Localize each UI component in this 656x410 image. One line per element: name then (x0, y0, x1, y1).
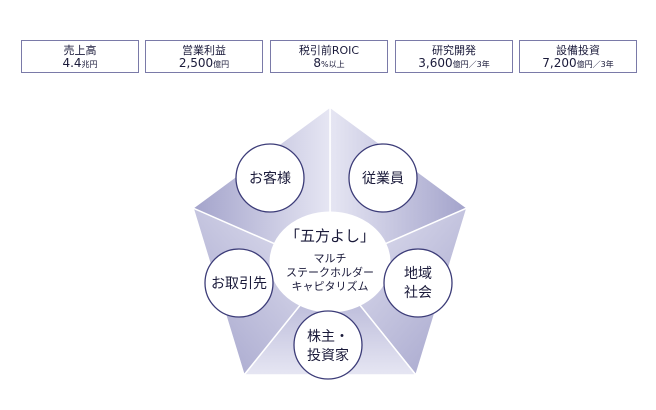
kpi-number: 8 (313, 56, 322, 70)
kpi-label: 営業利益 (182, 44, 226, 57)
kpi-unit: 億円／3年 (452, 60, 490, 69)
stakeholder-circle (293, 310, 363, 380)
stakeholder-circle (348, 143, 418, 213)
kpi-number: 2,500 (178, 56, 214, 70)
kpi-label: 設備投資 (556, 44, 600, 57)
kpi-operating-profit: 営業利益 2,500億円 (145, 40, 263, 73)
kpi-row: 売上高 4.4兆円 営業利益 2,500億円 税引前ROIC 8%以上 研究開発… (21, 40, 637, 75)
center-line: ステークホルダー (286, 265, 374, 279)
stakeholder-circle (383, 248, 453, 318)
kpi-number: 7,200 (542, 56, 577, 70)
kpi-roic: 税引前ROIC 8%以上 (270, 40, 388, 73)
stakeholder-circle (235, 143, 305, 213)
kpi-sales: 売上高 4.4兆円 (21, 40, 139, 73)
kpi-value: 7,200億円／3年 (520, 57, 636, 71)
stakeholder-label: 投資家 (307, 347, 349, 364)
stakeholder-employees: 従業員 (348, 143, 418, 213)
kpi-label: 税引前ROIC (298, 44, 360, 57)
stakeholder-community: 地域 社会 (383, 248, 453, 318)
stakeholder-label: 従業員 (362, 171, 404, 187)
kpi-rnd: 研究開発 3,600億円／3年 (395, 40, 513, 73)
kpi-label: 売上高 (63, 44, 97, 57)
kpi-unit: %以上 (321, 60, 345, 69)
center-line: キャピタリズム (292, 279, 369, 293)
kpi-number: 3,600 (418, 56, 453, 70)
center-line: マルチ (314, 252, 347, 265)
stakeholder-label: お客様 (249, 170, 291, 187)
kpi-unit: 兆円 (81, 60, 98, 69)
stakeholder-label: 地域 (404, 266, 432, 282)
kpi-number: 4.4 (62, 56, 82, 70)
stakeholder-circle (204, 248, 274, 318)
kpi-value: 2,500億円 (146, 57, 262, 71)
kpi-label: 研究開発 (432, 44, 476, 57)
stakeholder-label: お取引先 (211, 276, 267, 292)
stakeholder-label: 社会 (404, 285, 432, 301)
kpi-value: 3,600億円／3年 (396, 57, 512, 71)
kpi-value: 8%以上 (271, 57, 387, 71)
stakeholder-shareholders: 株主・ 投資家 (293, 310, 363, 380)
kpi-unit: 億円 (213, 60, 230, 69)
center-title: 「五方よし」 (285, 227, 375, 245)
kpi-unit: 億円／3年 (576, 60, 614, 69)
stakeholder-customers: お客様 (235, 143, 305, 213)
stakeholder-partners: お取引先 (204, 248, 274, 318)
stakeholder-label: 株主・ (307, 329, 349, 345)
kpi-value: 4.4兆円 (22, 57, 138, 71)
kpi-capex: 設備投資 7,200億円／3年 (519, 40, 637, 73)
